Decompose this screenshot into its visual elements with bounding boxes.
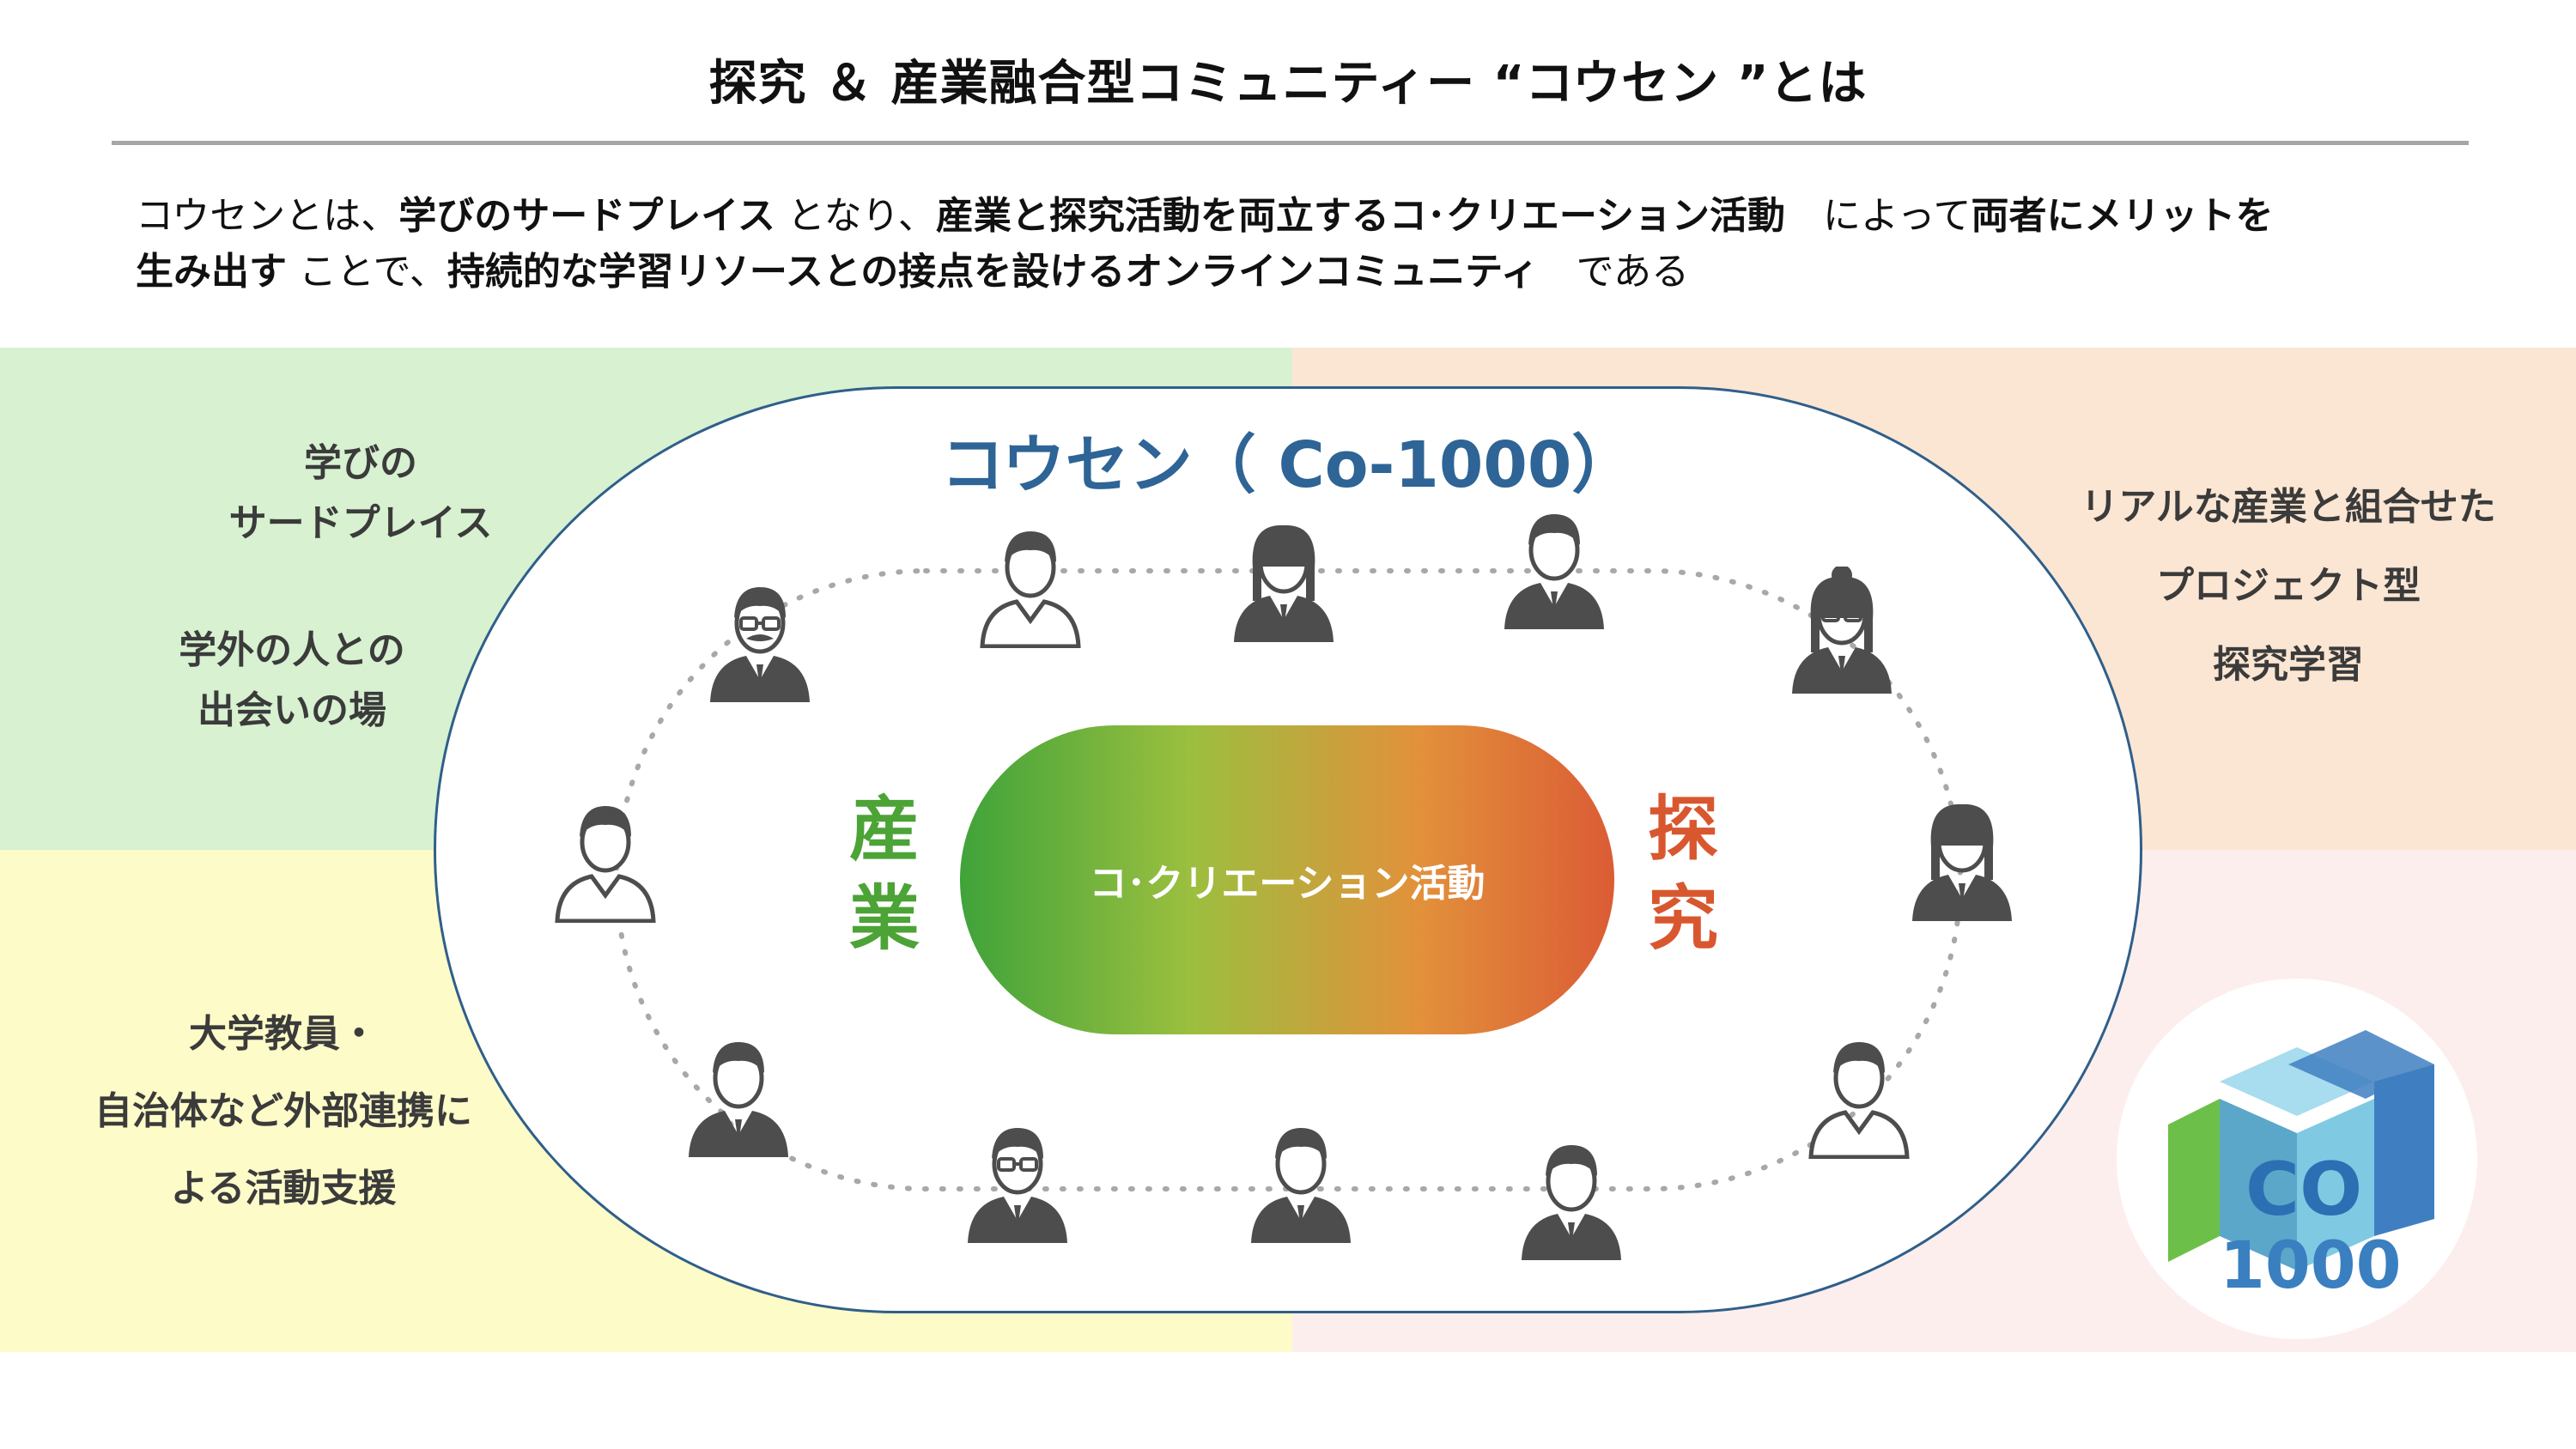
text-line: 大学教員・ [189,1012,378,1056]
meeting-place-text: 学外の人との 出会いの場 [103,621,481,741]
industry-char: 産 [848,789,920,870]
logo-text-top: CO [2245,1147,2362,1233]
intro-emphasis: 生み出す [136,250,287,294]
person-woman-glasses-icon [1782,565,1902,695]
person-woman-1-icon [1224,515,1344,644]
inquiry-label: 探 究 [1636,785,1730,964]
text-line: プロジェクト型 [2156,564,2421,608]
community-title: コウセン（ Co-1000） [940,428,1636,502]
intro-emphasis: 両者にメリットを [1971,194,2274,238]
person-boy-icon [1511,1133,1631,1262]
page-title: 探究 ＆ 産業融合型コミュニティー “コウセン ”とは [708,56,1868,112]
intro-text: コウセンとは、 [136,194,399,238]
person-casual-1-icon [1799,1030,1919,1160]
project-learning-text: リアルな産業と組合せた プロジェクト型 探究学習 [2048,468,2529,705]
industry-label: 産 業 [837,785,932,964]
intro-line-1: コウセンとは、学びのサードプレイス となり、産業と探究活動を両立するコ･クリエー… [136,189,2273,244]
intro-text: ことで、 [287,250,447,294]
intro-text: である [1538,250,1690,294]
person-businessman-1-icon [970,519,1091,649]
text-line: 学外の人との [179,628,405,672]
text-line: リアルな産業と組合せた [2081,485,2496,529]
text-line: サードプレイス [228,501,493,545]
person-elder-glasses-icon [957,1116,1078,1245]
intro-text: となり、 [775,194,936,238]
person-woman-2-icon [1902,794,2022,923]
inquiry-char: 究 [1647,878,1718,960]
co-creation-pill: コ･クリエーション活動 [960,725,1614,1034]
intro-emphasis: 持続的な学習リソースとの接点を設けるオンラインコミュニティ [447,250,1539,294]
logo-text-bottom: 1000 [2220,1227,2402,1303]
intro-emphasis: 産業と探究活動を両立するコ･クリエーション活動 [935,194,1785,238]
text-line: 出会いの場 [197,688,386,732]
intro-text: によって [1784,194,1971,238]
text-line: 学びの [304,441,417,485]
text-line: 自治体など外部連携に [94,1089,472,1133]
co-creation-label: コ･クリエーション活動 [1089,862,1485,906]
intro-emphasis: 学びのサードプレイス [398,194,775,238]
intro-line-2: 生み出す ことで、持続的な学習リソースとの接点を設けるオンラインコミュニティ で… [136,245,1689,300]
external-support-text: 大学教員・ 自治体など外部連携に よる活動支援 [47,996,519,1228]
industry-char: 業 [848,878,920,960]
text-line: 探究学習 [2213,643,2364,687]
title-divider [112,141,2469,145]
person-businessman-3-icon [678,1030,799,1159]
person-businessman-2-icon [1494,502,1614,631]
person-mustache-icon [700,575,820,704]
inquiry-char: 探 [1647,789,1718,870]
person-casual-2-icon [545,794,665,924]
person-elder-bowtie-icon [1241,1116,1361,1245]
text-line: よる活動支援 [170,1167,397,1210]
third-place-text: 学びの サードプレイス [172,433,550,554]
